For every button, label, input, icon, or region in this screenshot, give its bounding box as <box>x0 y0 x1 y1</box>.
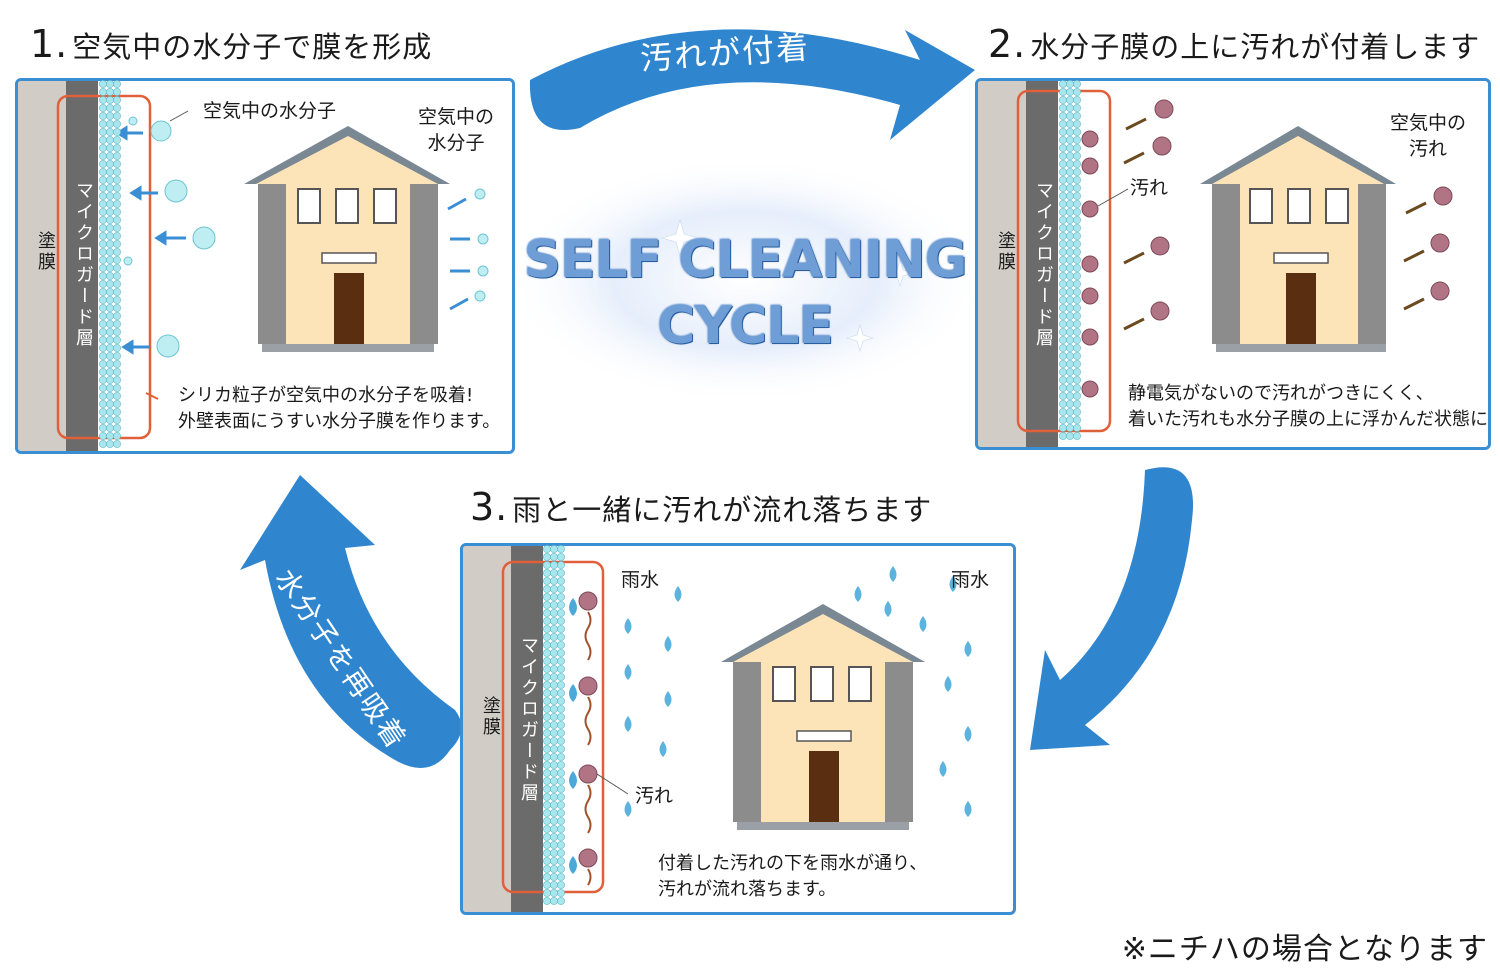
panel2-air-dirt-label: 空気中の 汚れ <box>1390 112 1467 160</box>
house-icon <box>721 604 925 830</box>
panel1-layer-label: マイクロガード層 <box>73 181 94 349</box>
left-arrow-icon <box>240 475 462 768</box>
step1-title: 1.空気中の水分子で膜を形成 <box>30 22 432 66</box>
panel2-coating-label: 塗膜 <box>995 231 1016 273</box>
top-arrow-icon <box>529 29 975 140</box>
step3-title-text: 雨と一緒に汚れが流れ落ちます <box>512 493 933 527</box>
panel2-layer-label: マイクロガード層 <box>1033 181 1054 349</box>
right-arrow-icon <box>1030 467 1194 750</box>
step2-title-text: 水分子膜の上に汚れが付着します <box>1030 30 1481 64</box>
house-icon <box>244 126 450 352</box>
panel2-note-line2: 着いた汚れも水分子膜の上に浮かんだ状態に。 <box>1128 409 1491 430</box>
panel1-note-line1: シリカ粒子が空気中の水分子を吸着! <box>178 385 474 406</box>
panel2-note-line1: 静電気がないので汚れがつきにくく、 <box>1128 383 1434 404</box>
panel1-air-water-label: 空気中の 水分子 <box>418 106 495 154</box>
panel2-dirt-label: 汚れ <box>1130 177 1169 199</box>
step2-title: 2.水分子膜の上に汚れが付着します <box>988 22 1480 66</box>
house-icon <box>1200 126 1396 352</box>
panel-step1: /* decorative beads drawn below */ <box>15 78 515 454</box>
panel3-coating-label: 塗膜 <box>480 696 501 738</box>
dirt-particles <box>1081 99 1453 398</box>
rain-drops-right <box>854 566 972 817</box>
panel3-layer-label: マイクロガード層 <box>518 636 539 804</box>
panel1-water-label: 空気中の水分子 <box>203 100 337 122</box>
step1-title-text: 空気中の水分子で膜を形成 <box>72 30 433 64</box>
panel-step3: 塗膜 マイクロガード層 雨水 雨水 汚れ 付着した汚れの下を雨水が通り、 汚れが… <box>460 543 1016 915</box>
footnote: ※ニチハの場合となります <box>1121 932 1488 967</box>
panel3-note-line2: 汚れが流れ落ちます。 <box>658 879 837 900</box>
panel3-note-line1: 付着した汚れの下を雨水が通り、 <box>658 853 928 874</box>
center-glow <box>505 155 985 405</box>
step3-title: 3.雨と一緒に汚れが流れ落ちます <box>470 485 932 529</box>
step1-number: 1. <box>30 22 69 66</box>
step3-number: 3. <box>470 485 509 529</box>
sparkle-icon <box>660 218 915 353</box>
rain-drops-left <box>624 586 682 817</box>
panel3-dirt-label: 汚れ <box>635 785 674 807</box>
panel1-coating-label: 塗膜 <box>35 231 56 273</box>
step2-number: 2. <box>988 22 1027 66</box>
raindrop-icon <box>569 598 577 874</box>
panel3-rain-left-label: 雨水 <box>621 569 660 591</box>
center-title-line2: CYCLE <box>657 296 834 356</box>
panel3-rain-right-label: 雨水 <box>951 569 990 591</box>
panel1-note-line2: 外壁表面にうすい水分子膜を作ります。 <box>178 411 501 432</box>
center-title-line1: SELF CLEANING <box>523 230 968 290</box>
panel-step2: 塗膜 マイクロガード層 汚れ 空気中の 汚れ 静電気がないので汚れがつきにくく、… <box>975 78 1491 450</box>
